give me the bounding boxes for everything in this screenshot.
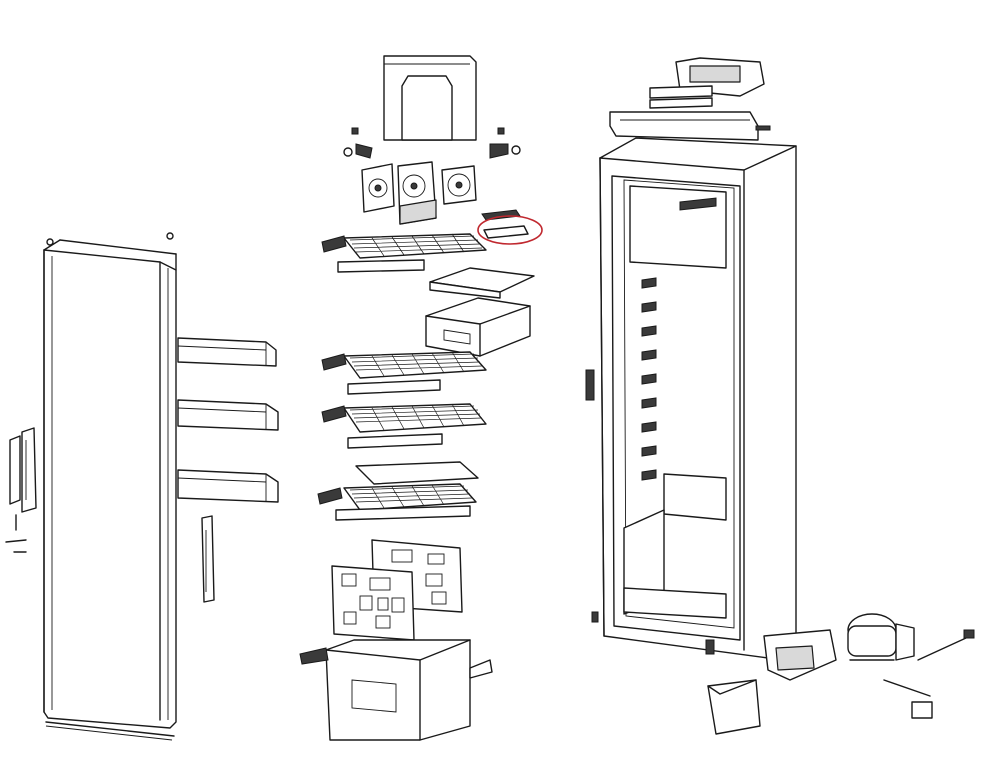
crisper-drawer (425, 297, 531, 357)
cabinet (585, 137, 797, 659)
door-bin-3 (177, 469, 279, 503)
fan-housing-1 (361, 163, 395, 213)
crisper-cover (429, 267, 535, 299)
shelf-2 (321, 351, 487, 395)
door-assembly (5, 232, 279, 741)
door-bin-1 (177, 337, 277, 367)
hinge-left (343, 127, 373, 159)
drip-tray (707, 679, 761, 735)
fan-housing-2 (397, 161, 437, 225)
door-bottom-strip (45, 721, 175, 737)
door-panel (43, 232, 177, 729)
display-board (649, 85, 713, 109)
ice-tray-bracket (477, 209, 543, 245)
hinge-right (489, 127, 521, 159)
shelf-1 (321, 233, 487, 273)
power-cord (883, 629, 975, 719)
basket-divider-front (331, 565, 415, 641)
door-inner-handle (201, 515, 215, 603)
shelf-4 (317, 483, 477, 521)
door-handle (5, 427, 37, 553)
air-duct-cover (383, 55, 477, 141)
fan-motor (441, 165, 477, 205)
highlight-circle (477, 215, 543, 245)
freezer-basket (299, 639, 493, 741)
compressor-assembly (763, 613, 915, 681)
cabinet-rails (641, 277, 657, 481)
shelf-3 (321, 403, 487, 449)
door-bin-2 (177, 399, 279, 431)
glass-shelf (355, 461, 479, 485)
